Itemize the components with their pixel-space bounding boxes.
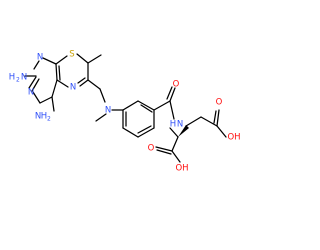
molecule-diagram: H 2 N N N N H 2 S N N O H N O OH O OH (8, 49, 241, 174)
bond (87, 54, 102, 64)
bond (77, 77, 86, 84)
bond (166, 86, 173, 100)
bond (213, 110, 217, 124)
atom-label-amine-2-n: N (21, 73, 27, 83)
bond (169, 100, 175, 120)
bond (56, 79, 69, 88)
atom-labels: H 2 N N N N H 2 S N N O H N O OH O OH (9, 50, 241, 174)
bond (32, 91, 41, 104)
bond (140, 104, 153, 113)
bond (137, 127, 155, 138)
bond (155, 146, 173, 152)
bond (153, 100, 171, 111)
atom-label-ring-n1: N (37, 53, 43, 63)
bond (51, 96, 55, 112)
bond (156, 149, 172, 155)
bond (169, 127, 179, 138)
atom-label-amine-2-h: H (9, 73, 15, 83)
bond (55, 55, 68, 65)
atom-label-amine-4-h: H (41, 112, 47, 122)
bond (79, 79, 89, 87)
wedge-bond (178, 125, 189, 137)
atom-label-sulfur: S (69, 50, 74, 60)
bond (55, 63, 58, 81)
bond (216, 109, 220, 127)
bond (122, 100, 139, 111)
bond (31, 78, 40, 92)
bond (95, 113, 107, 122)
atom-label-amine-4-sub: 2 (47, 116, 51, 123)
atom-label-ring-n3: N (28, 88, 34, 98)
bond (51, 79, 58, 98)
bond (39, 96, 53, 104)
atom-label-acid1-hydroxyl: OH (227, 133, 240, 143)
bond-layer (24, 53, 227, 163)
atom-label-amide-n: N (177, 120, 183, 130)
bond (200, 116, 218, 127)
bond (87, 79, 101, 90)
atom-label-ring-n5: N (70, 83, 76, 93)
atom-label-n-methyl: N (105, 106, 111, 116)
bond (33, 60, 40, 70)
bond (185, 116, 202, 127)
atom-label-amine-2-sub: 2 (16, 77, 20, 84)
bond (169, 87, 176, 102)
atom-label-acid2-oxygen: O (148, 144, 155, 154)
bond (171, 136, 179, 152)
bond (122, 127, 139, 138)
atom-label-acid1-oxygen: O (216, 98, 223, 108)
bond (76, 53, 89, 64)
bond (171, 150, 181, 163)
structure-svg: H 2 N N N N H 2 S N N O H N O OH O OH (9, 50, 241, 174)
bond (28, 76, 37, 89)
bond (42, 57, 57, 65)
atom-label-amide-h: H (170, 120, 176, 130)
bond (99, 88, 106, 103)
bond (58, 65, 61, 81)
bond (137, 100, 155, 111)
bond (216, 125, 227, 138)
atom-label-amide-oxygen: O (173, 80, 180, 90)
bond (137, 125, 152, 134)
atom-label-acid2-hydroxyl: OH (175, 164, 188, 174)
atom-label-amine-4-n: N (35, 112, 41, 122)
